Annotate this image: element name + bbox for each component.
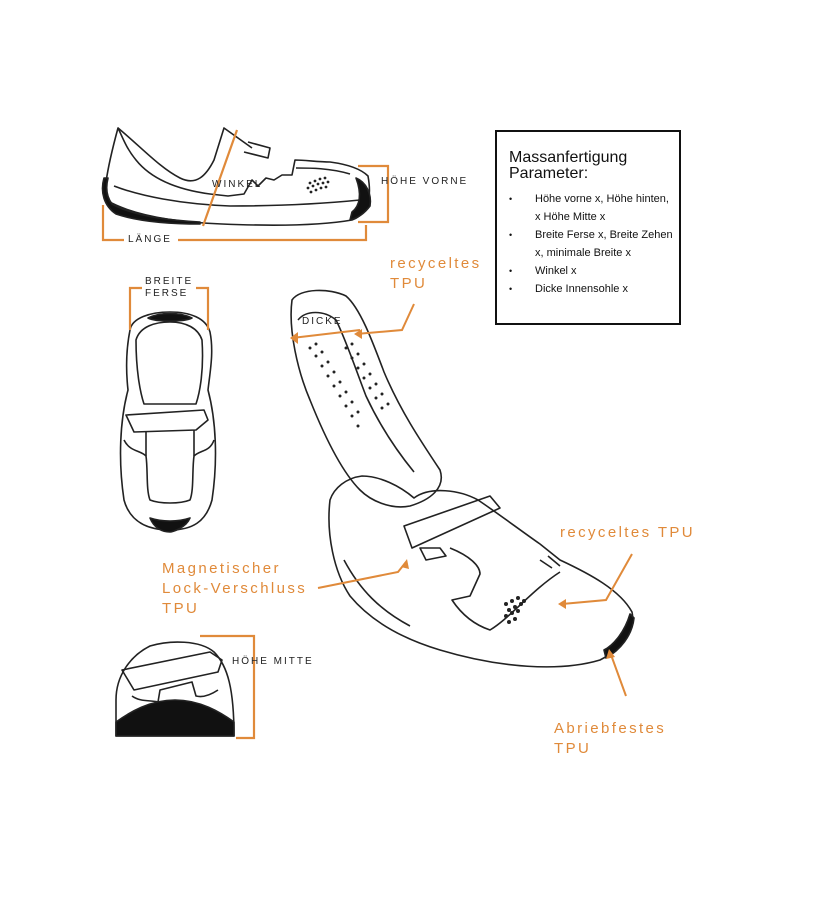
label-hoehe-mitte: HÖHE MITTE [232,656,314,667]
callout-recyceltes-right: recyceltes TPU [560,524,696,541]
side-view-dots [306,176,330,194]
callout-abriebfestes-2: TPU [554,740,592,757]
callout-magnetischer-2: Lock-Verschluss [162,580,308,597]
arrowhead-abriebfestes [606,649,615,659]
callout-recyceltes-top-1: recyceltes [390,255,482,272]
dicke-dimension-line [291,329,361,339]
label-winkel: WINKEL [212,179,263,190]
parameter-item: Breite Ferse x, Breite Zehen x, minimale… [507,226,675,262]
label-dicke: DICKE [302,316,343,327]
label-hoehe-vorne: HÖHE VORNE [381,176,469,187]
arrowhead-recyceltes-top [354,329,362,339]
parameter-item: Höhe vorne x, Höhe hinten, x Höhe Mitte … [507,190,675,226]
side-view-dimensions [101,129,390,242]
label-laenge: LÄNGE [128,234,172,245]
label-breite-ferse-1: BREITE [145,276,194,287]
label-breite-ferse-2: FERSE [145,288,189,299]
leader-recyceltes-right [561,553,633,605]
callout-arrowheads [290,329,615,659]
arrowhead-dicke [290,332,298,344]
parameter-title: Massanfertigung Parameter: [509,149,628,182]
leader-magnetischer [317,561,407,589]
main-shoe-dots [504,596,526,624]
callout-abriebfestes-1: Abriebfestes [554,720,667,737]
side-view-shoe [101,127,372,226]
arrowhead-magnetischer [401,559,409,569]
callout-magnetischer-3: TPU [162,600,200,617]
leader-abriebfestes [609,651,627,697]
parameter-list: Höhe vorne x, Höhe hinten, x Höhe Mitte … [507,190,675,298]
arrowhead-recyceltes-right [558,599,566,609]
insole [290,289,443,508]
callout-leaders [291,303,633,697]
parameter-item: Winkel x [507,262,675,280]
top-view-shoe [119,311,217,533]
callout-recyceltes-top-2: TPU [390,275,428,292]
main-shoe [328,475,635,668]
rear-view-shoe [115,641,235,737]
leader-recyceltes-top [355,303,415,335]
top-view-dimension [128,286,210,330]
insole-dots [308,342,390,428]
rear-view-dimension [200,634,256,740]
parameter-box: Massanfertigung Parameter: Höhe vorne x,… [495,130,681,325]
callout-magnetischer-1: Magnetischer [162,560,281,577]
parameter-item: Dicke Innensohle x [507,280,675,298]
